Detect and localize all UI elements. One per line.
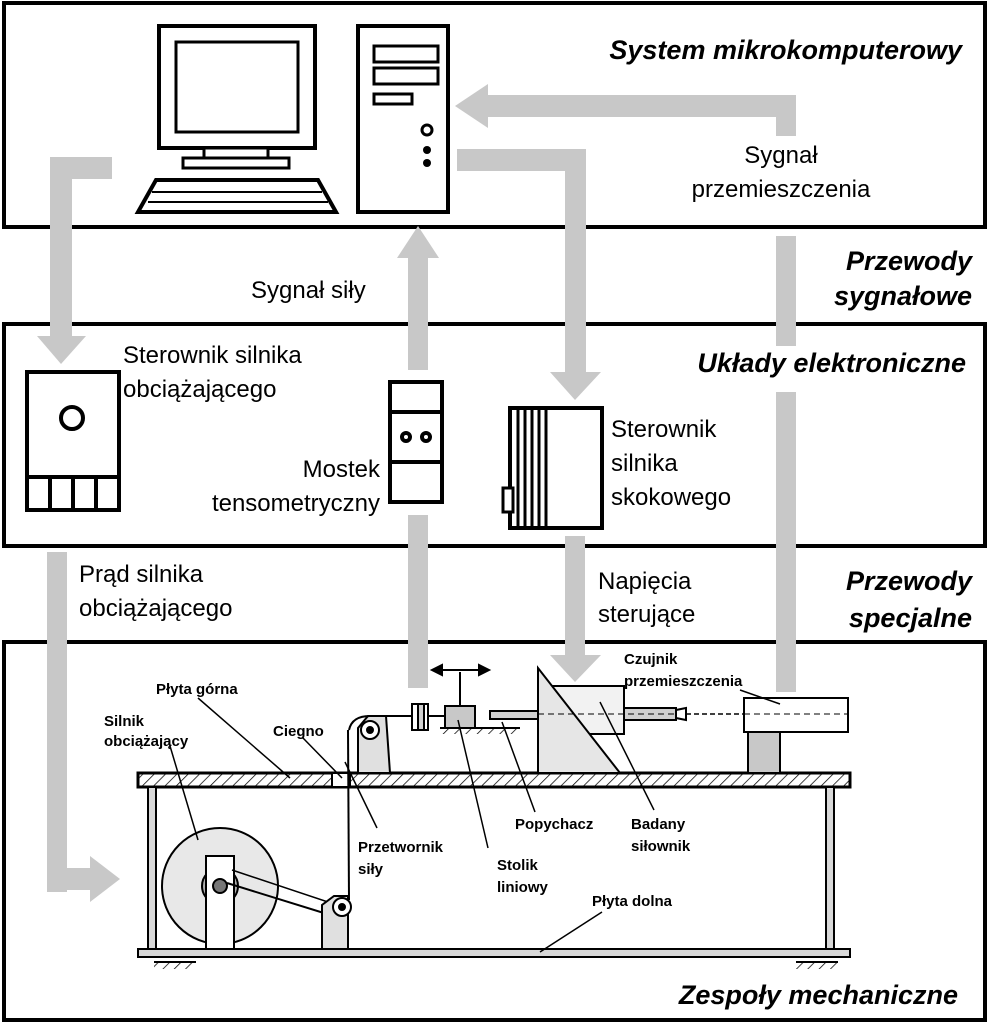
tendon-label: Ciegno: [273, 723, 324, 740]
load-control-arrowhead: [37, 336, 86, 364]
actuator-label-2: siłownik: [631, 838, 691, 855]
displacement-signal-arrow-lower: [776, 392, 796, 692]
force-signal-arrow: [408, 258, 428, 370]
keyboard-icon: [134, 178, 340, 214]
mechanical-section: [2, 640, 987, 1022]
bottom-plate-label: Płyta dolna: [592, 893, 673, 910]
displacement-signal-arrow-mid: [776, 236, 796, 346]
pusher-rod: [489, 710, 543, 720]
linear-stage-label-1: Stolik: [497, 857, 538, 874]
load-current-arrow: [47, 552, 67, 892]
tendon-cable: [347, 715, 412, 901]
displacement-sensor-icon: [675, 697, 849, 774]
top-plate: [136, 771, 852, 789]
section-title-mechanical: Zespoły mechaniczne: [678, 980, 958, 1010]
control-voltage-arrowhead: [550, 655, 601, 682]
control-voltage-arrow: [565, 536, 585, 658]
section-title-electronics: Układy elektroniczne: [697, 348, 966, 378]
section-title-special-wires-1: Przewody: [846, 566, 974, 596]
right-leg: [825, 786, 835, 950]
electronics-section: [2, 322, 987, 548]
tested-actuator-icon: [537, 665, 686, 774]
stepper-driver-label-1: Sterownik: [611, 416, 717, 443]
displacement-signal-label-2: przemieszczenia: [692, 176, 871, 203]
load-driver-label-2: obciążającego: [123, 376, 276, 403]
force-transducer-label-2: siły: [358, 861, 384, 878]
computer-tower-icon: [356, 24, 450, 214]
linear-stage-label-2: liniowy: [497, 879, 548, 896]
load-motor-label-1: Silnik: [104, 713, 145, 730]
leader-lines: [169, 689, 781, 953]
force-transducer-label-1: Przetwornik: [358, 839, 444, 856]
pusher-label: Popychacz: [515, 816, 593, 833]
load-motor-driver-icon: [25, 370, 121, 512]
bridge-label-1: Mostek: [303, 456, 381, 483]
microcomputer-section: [2, 1, 987, 229]
stepper-control-arrowhead: [550, 372, 601, 400]
lower-pulley-icon: [321, 895, 352, 950]
control-voltage-label-2: sterujące: [598, 601, 695, 628]
bottom-plate: [137, 948, 851, 958]
monitor-icon: [157, 24, 317, 170]
force-transducer-icon: [411, 703, 445, 731]
displacement-sensor-label-2: przemieszczenia: [624, 673, 743, 690]
bridge-label-2: tensometryczny: [212, 490, 380, 517]
strain-gauge-bridge-icon: [388, 380, 444, 504]
force-signal-label: Sygnał siły: [251, 277, 366, 304]
stepper-driver-label-2: silnika: [611, 450, 678, 477]
stepper-control-arrow: [457, 149, 586, 171]
load-current-label-1: Prąd silnika: [79, 561, 204, 588]
load-driver-label-1: Sterownik silnika: [123, 342, 302, 369]
stepper-driver-label-3: skokowego: [611, 484, 731, 511]
linear-stage-icon: [440, 672, 520, 734]
actuator-label-1: Badany: [631, 816, 686, 833]
signal-arrows: [37, 84, 796, 902]
section-title-special-wires-2: specjalne: [849, 603, 972, 633]
section-title-signal-wires-1: Przewody: [846, 246, 974, 276]
force-signal-arrowhead: [397, 226, 439, 258]
control-voltage-label-1: Napięcia: [598, 568, 692, 595]
transducer-signal-arrow: [408, 515, 428, 688]
load-current-arrowhead: [90, 856, 120, 902]
load-motor-label-2: obciążający: [104, 733, 189, 750]
displacement-signal-label-1: Sygnał: [744, 142, 818, 169]
test-frame: [136, 771, 852, 969]
load-current-label-2: obciążającego: [79, 595, 232, 622]
upper-pulley-icon: [357, 715, 392, 774]
stepper-driver-icon: [501, 406, 604, 530]
section-title-signal-wires-2: sygnałowe: [834, 281, 972, 311]
left-leg: [147, 786, 157, 950]
load-motor-icon: [161, 827, 341, 950]
displacement-signal-arrowhead: [455, 84, 488, 128]
displacement-sensor-label-1: Czujnik: [624, 651, 678, 668]
section-title-microcomputer: System mikrokomputerowy: [609, 35, 964, 65]
top-plate-label: Płyta górna: [156, 681, 238, 698]
stage-motion-arrow: [429, 663, 492, 677]
